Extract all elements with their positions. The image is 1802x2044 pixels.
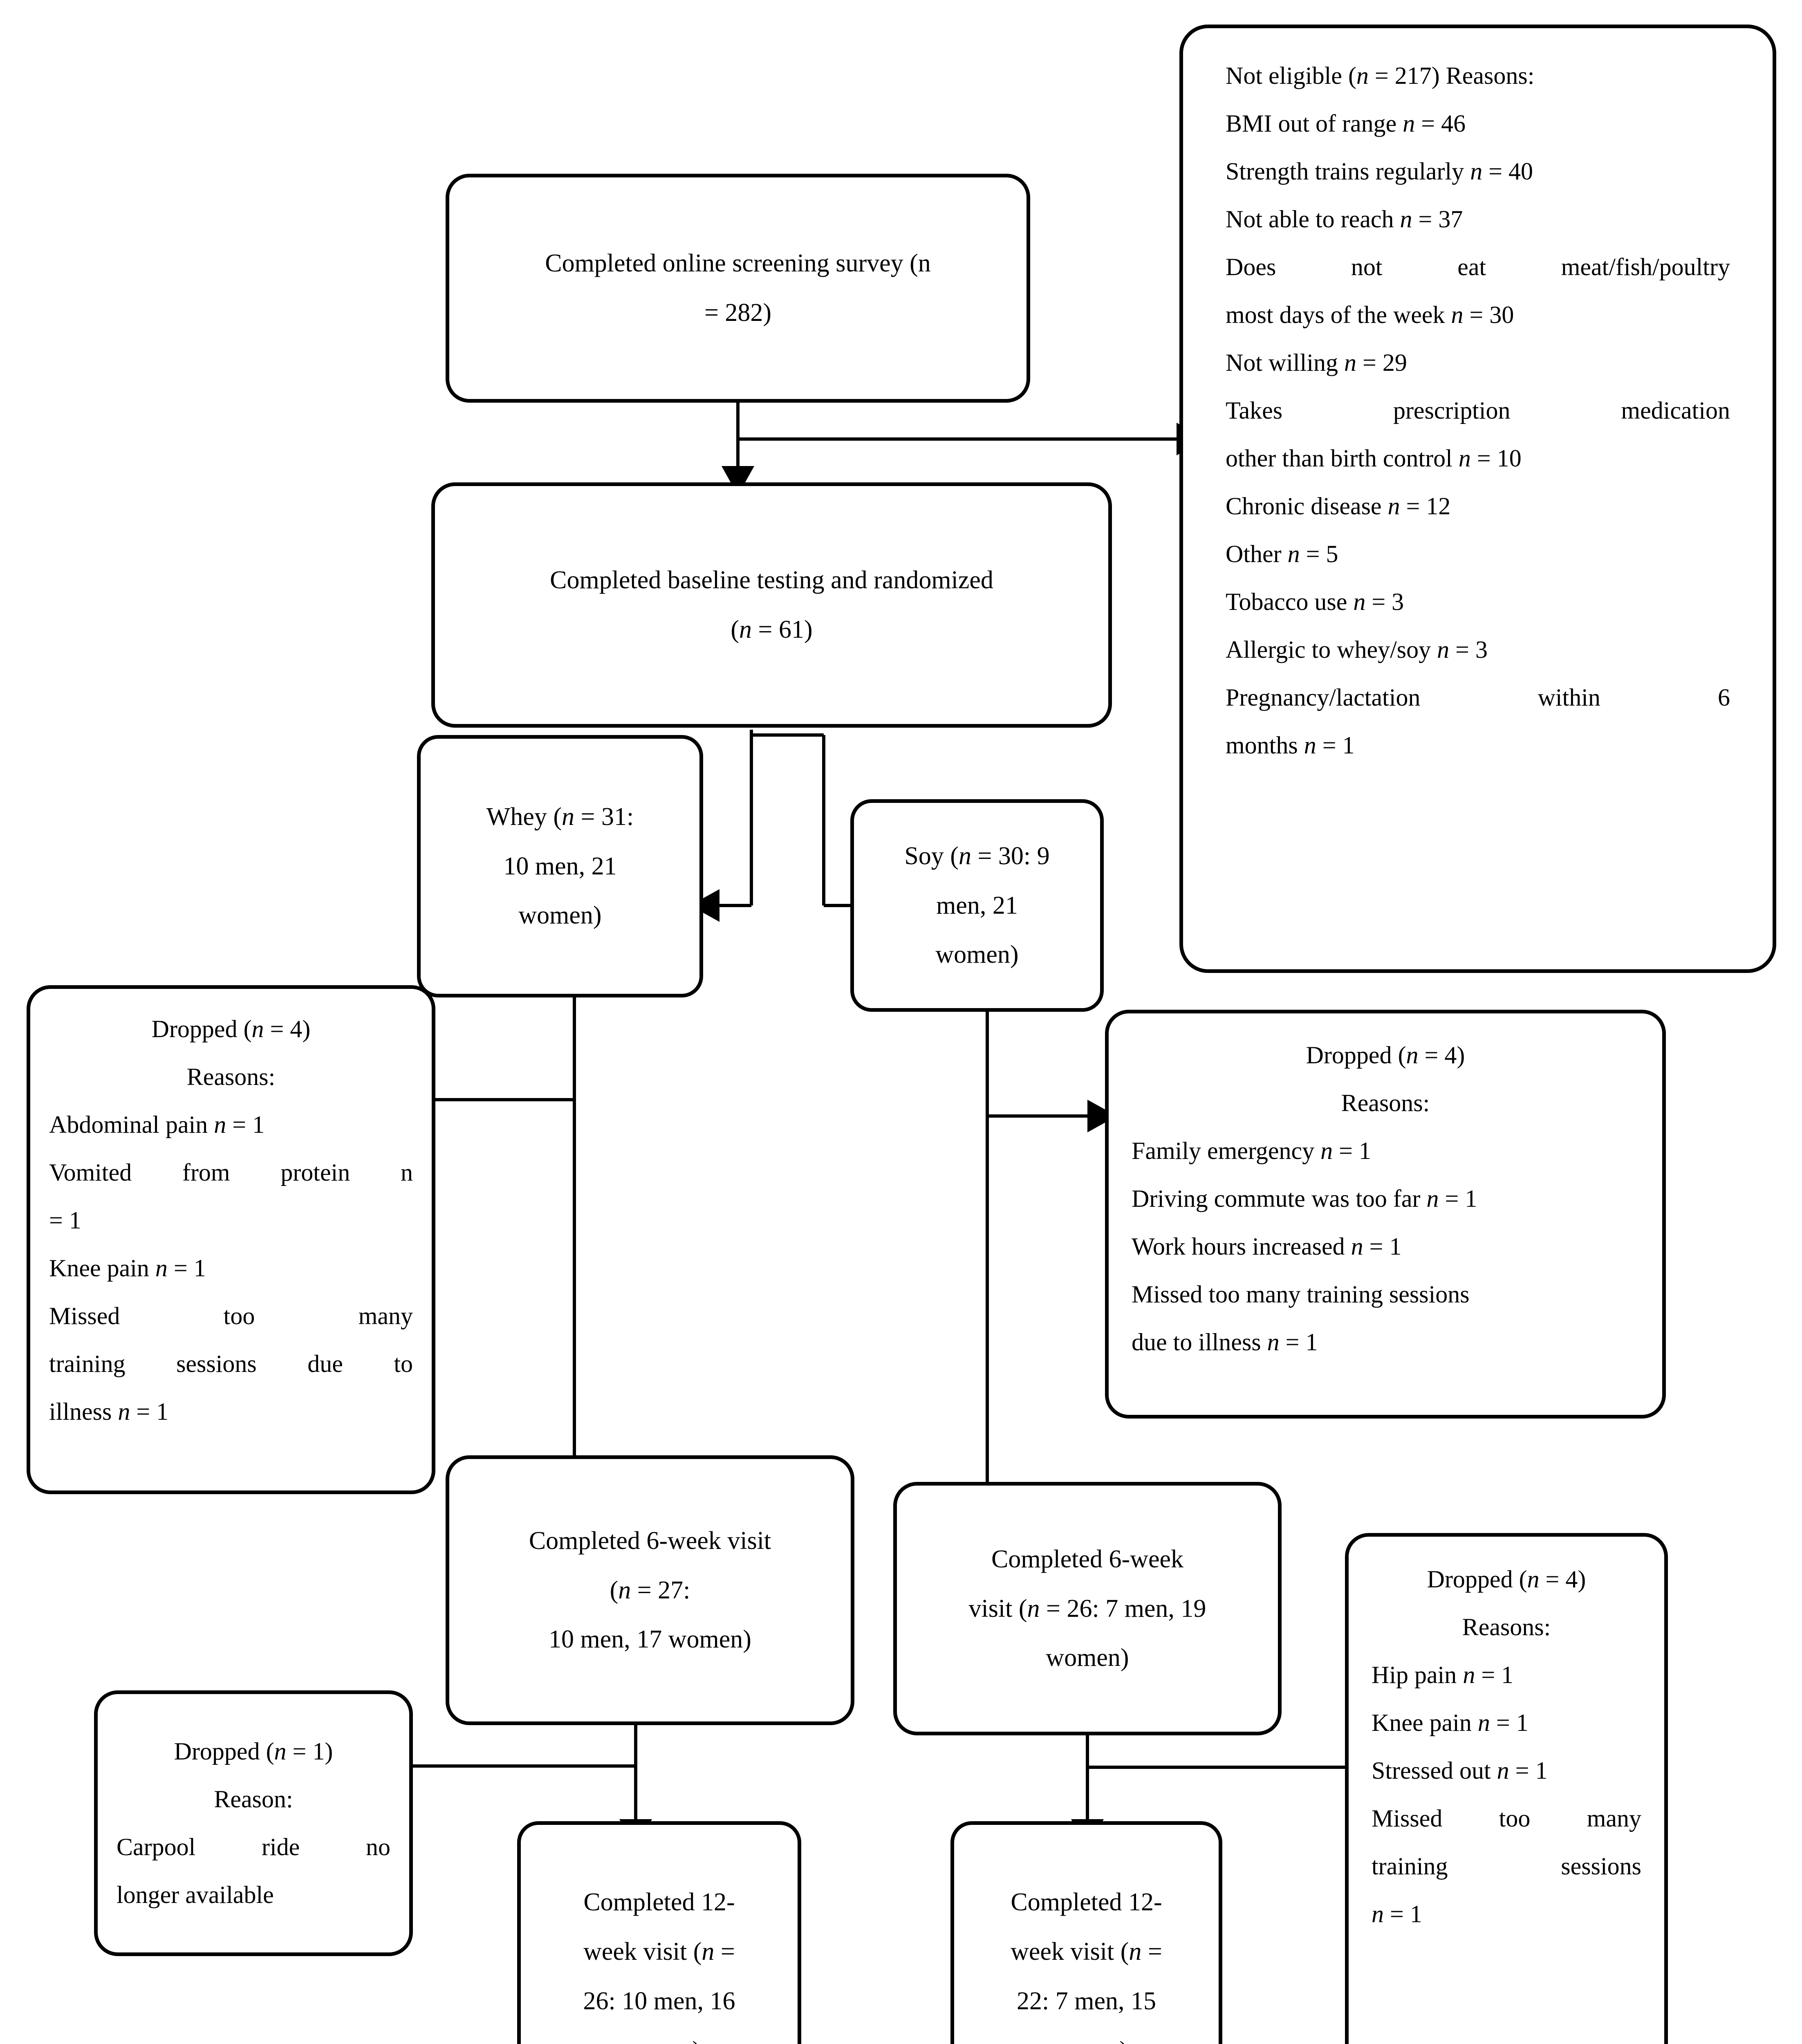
soy-line-3: women) xyxy=(935,941,1019,969)
soy-6wk-line-2: visit (n = 26: 7 men, 19 xyxy=(968,1594,1206,1623)
whey-dropped1-head-2: Reasons: xyxy=(186,1063,276,1090)
whey-dropped2-line-2: longer available xyxy=(117,1881,274,1908)
soy-dropped1-line-2: Driving commute was too far n = 1 xyxy=(1132,1185,1477,1212)
whey-dropped1-line-4: Knee pain n = 1 xyxy=(49,1255,206,1282)
soy-dropped1-line-5: due to illness n = 1 xyxy=(1132,1329,1318,1356)
not-eligible-line-11: Other n = 5 xyxy=(1226,540,1338,567)
soy-12wk-line-3: 22: 7 men, 15 xyxy=(1017,1987,1156,2015)
soy-dropped2-head-1: Dropped (n = 4) xyxy=(1427,1566,1586,1593)
not-eligible-line-14: Pregnancy/lactation within 6 xyxy=(1226,684,1730,711)
soy-dropped2-line-2: Knee pain n = 1 xyxy=(1372,1709,1529,1736)
whey-dropped1-line-6: training sessions due to xyxy=(49,1350,413,1377)
node-not-eligible[interactable]: Not eligible (n = 217) Reasons: BMI out … xyxy=(1179,25,1776,973)
not-eligible-line-15: months n = 1 xyxy=(1226,732,1355,759)
soy-6wk-line-1: Completed 6-week xyxy=(991,1545,1184,1573)
whey-dropped1-head-1: Dropped (n = 4) xyxy=(151,1015,311,1042)
node-completed-baseline-testing-and-randomized[interactable]: Completed baseline testing and randomize… xyxy=(431,482,1112,728)
node-soy-completed-6-week-visit[interactable]: Completed 6-week visit (n = 26: 7 men, 1… xyxy=(893,1482,1282,1735)
whey-dropped2-head-2: Reason: xyxy=(214,1786,293,1813)
whey-dropped1-line-5: Missed too many xyxy=(49,1302,413,1329)
node-whey-dropped-phase2[interactable]: Dropped (n = 1) Reason: Carpool ride no … xyxy=(94,1690,413,1956)
baseline-line-2: (n = 61) xyxy=(731,616,813,643)
not-eligible-line-10: Chronic disease n = 12 xyxy=(1226,493,1451,520)
soy-dropped2-line-3: Stressed out n = 1 xyxy=(1372,1757,1548,1784)
whey-dropped1-line-2: Vomited from protein n xyxy=(49,1159,413,1186)
not-eligible-line-13: Allergic to whey/soy n = 3 xyxy=(1226,636,1488,663)
not-eligible-line-4: Not able to reach n = 37 xyxy=(1226,206,1463,233)
soy-line-1: Soy (n = 30: 9 xyxy=(904,842,1050,870)
soy-dropped1-head-2: Reasons: xyxy=(1341,1089,1430,1116)
whey-12wk-line-3: 26: 10 men, 16 xyxy=(583,1987,735,2015)
whey-line-1: Whey (n = 31: xyxy=(486,802,634,831)
not-eligible-line-5: Does not eat meat/fish/poultry xyxy=(1226,253,1730,280)
not-eligible-line-6: most days of the week n = 30 xyxy=(1226,301,1514,328)
whey-dropped1-line-7: illness n = 1 xyxy=(49,1398,169,1425)
not-eligible-line-8: Takes prescription medication xyxy=(1226,397,1730,424)
node-soy-dropped-phase2[interactable]: Dropped (n = 4) Reasons: Hip pain n = 1 … xyxy=(1345,1533,1668,2044)
soy-dropped2-line-4: Missed too many xyxy=(1372,1805,1641,1832)
node-soy-group[interactable]: Soy (n = 30: 9 men, 21 women) xyxy=(850,799,1104,1012)
node-whey-completed-12-week-visit[interactable]: Completed 12- week visit (n = 26: 10 men… xyxy=(517,1821,801,2044)
whey-dropped2-head-1: Dropped (n = 1) xyxy=(174,1738,333,1765)
not-eligible-line-1: Not eligible (n = 217) Reasons: xyxy=(1226,62,1535,89)
whey-12wk-line-4: women) xyxy=(533,2026,785,2044)
whey-6wk-line-1: Completed 6-week visit xyxy=(529,1526,771,1555)
node-soy-completed-12-week-visit[interactable]: Completed 12- week visit (n = 22: 7 men,… xyxy=(950,1821,1222,2044)
whey-6wk-line-2: (n = 27: xyxy=(610,1576,690,1604)
node-whey-group[interactable]: Whey (n = 31: 10 men, 21 women) xyxy=(417,735,703,997)
node-whey-completed-6-week-visit[interactable]: Completed 6-week visit (n = 27: 10 men, … xyxy=(446,1455,854,1725)
whey-line-3: women) xyxy=(518,901,602,930)
node-whey-dropped-phase1[interactable]: Dropped (n = 4) Reasons: Abdominal pain … xyxy=(27,985,435,1494)
not-eligible-line-3: Strength trains regularly n = 40 xyxy=(1226,158,1533,185)
soy-dropped1-line-1: Family emergency n = 1 xyxy=(1132,1137,1371,1164)
whey-dropped2-line-1: Carpool ride no xyxy=(117,1833,390,1860)
soy-line-2: men, 21 xyxy=(936,891,1018,919)
whey-dropped1-line-3: = 1 xyxy=(49,1207,81,1234)
whey-line-2: 10 men, 21 xyxy=(503,852,617,880)
soy-dropped1-head-1: Dropped (n = 4) xyxy=(1306,1042,1465,1069)
baseline-line-1: Completed baseline testing and randomize… xyxy=(550,566,993,594)
screening-line-2: = 282) xyxy=(704,299,772,327)
not-eligible-line-2: BMI out of range n = 46 xyxy=(1226,110,1466,137)
node-soy-dropped-phase1[interactable]: Dropped (n = 4) Reasons: Family emergenc… xyxy=(1105,1010,1666,1419)
not-eligible-line-7: Not willing n = 29 xyxy=(1226,349,1407,376)
soy-12wk-line-4: women) xyxy=(966,2026,1206,2044)
soy-dropped1-line-3: Work hours increased n = 1 xyxy=(1132,1233,1402,1260)
screening-line-1: Completed online screening survey (n xyxy=(545,249,931,278)
node-completed-online-screening-survey[interactable]: Completed online screening survey (n = 2… xyxy=(446,174,1030,403)
soy-12wk-line-2: week visit (n = xyxy=(1011,1938,1162,1966)
soy-dropped2-head-2: Reasons: xyxy=(1462,1614,1551,1641)
not-eligible-line-9: other than birth control n = 10 xyxy=(1226,445,1522,472)
soy-dropped1-line-4: Missed too many training sessions xyxy=(1132,1281,1470,1308)
soy-dropped2-line-1: Hip pain n = 1 xyxy=(1372,1661,1514,1688)
whey-dropped1-line-1: Abdominal pain n = 1 xyxy=(49,1111,265,1138)
not-eligible-line-12: Tobacco use n = 3 xyxy=(1226,588,1404,615)
whey-12wk-line-1: Completed 12- xyxy=(583,1888,735,1916)
soy-dropped2-line-5: training sessions xyxy=(1372,1853,1641,1880)
whey-6wk-line-3: 10 men, 17 women) xyxy=(549,1625,751,1654)
soy-dropped2-line-6: n = 1 xyxy=(1372,1901,1422,1927)
whey-12wk-line-2: week visit (n = xyxy=(583,1938,735,1966)
soy-6wk-line-3: women) xyxy=(1046,1644,1129,1672)
soy-12wk-line-1: Completed 12- xyxy=(1011,1888,1162,1916)
